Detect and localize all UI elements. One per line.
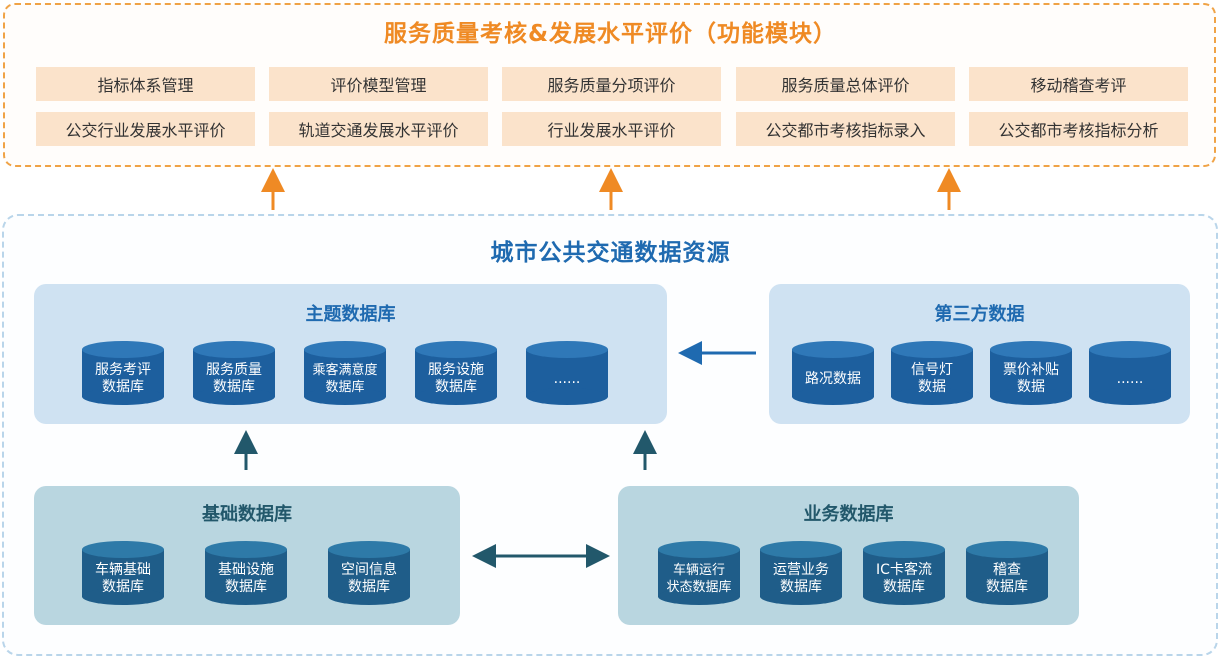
business-database-title: 业务数据库 [803, 504, 894, 525]
db-ic-card-flow[interactable]: IC卡客流 数据库 [863, 541, 945, 605]
data-resource-title: 城市公共交通数据资源 [490, 240, 731, 266]
db-service-facilities[interactable]: 服务设施 数据库 [415, 341, 497, 405]
db-label: 空间信息 数据库 [341, 562, 397, 595]
module-transit-metro-index-entry[interactable]: 公交都市考核指标录入 [736, 112, 955, 146]
db-label: 服务考评 数据库 [95, 362, 151, 395]
function-module-title: 服务质量考核&发展水平评价（功能模块） [383, 21, 838, 47]
db-operation-business[interactable]: 运营业务 数据库 [760, 541, 842, 605]
db-theme-more[interactable]: ...... [526, 341, 608, 405]
db-label: IC卡客流 数据库 [876, 562, 932, 595]
theme-database-title: 主题数据库 [305, 304, 396, 325]
db-spatial-info[interactable]: 空间信息 数据库 [328, 541, 410, 605]
db-traffic-light[interactable]: 信号灯 数据 [891, 341, 973, 405]
db-infrastructure[interactable]: 基础设施 数据库 [205, 541, 287, 605]
db-label: 车辆运行 状态数据库 [666, 563, 732, 595]
db-label: 车辆基础 数据库 [95, 562, 151, 595]
db-fare-subsidy[interactable]: 票价补贴 数据 [990, 341, 1072, 405]
db-label: 稽查 数据库 [986, 562, 1028, 595]
db-label: ...... [553, 370, 581, 387]
db-label: 服务设施 数据库 [428, 362, 484, 395]
db-label: 基础设施 数据库 [218, 562, 274, 595]
module-transit-metro-index-analysis[interactable]: 公交都市考核指标分析 [969, 112, 1188, 146]
db-label: 运营业务 数据库 [773, 562, 829, 595]
db-vehicle-base[interactable]: 车辆基础 数据库 [82, 541, 164, 605]
db-label: 路况数据 [805, 370, 861, 387]
db-label: ...... [1116, 370, 1144, 387]
base-database-title: 基础数据库 [202, 504, 292, 525]
module-index-system[interactable]: 指标体系管理 [36, 67, 255, 101]
module-quality-item-eval[interactable]: 服务质量分项评价 [502, 67, 721, 101]
module-evaluation-model[interactable]: 评价模型管理 [269, 67, 488, 101]
db-inspection[interactable]: 稽查 数据库 [966, 541, 1048, 605]
module-bus-development[interactable]: 公交行业发展水平评价 [36, 112, 255, 146]
module-rail-development[interactable]: 轨道交通发展水平评价 [269, 112, 488, 146]
db-service-evaluation[interactable]: 服务考评 数据库 [82, 341, 164, 405]
db-passenger-satisfaction[interactable]: 乘客满意度 数据库 [304, 341, 386, 405]
db-label: 乘客满意度 数据库 [312, 363, 378, 395]
db-third-more[interactable]: ...... [1089, 341, 1171, 405]
module-industry-development[interactable]: 行业发展水平评价 [502, 112, 721, 146]
db-label: 信号灯 数据 [911, 362, 953, 395]
db-label: 服务质量 数据库 [206, 362, 262, 395]
db-road-condition[interactable]: 路况数据 [792, 341, 874, 405]
module-quality-overall-eval[interactable]: 服务质量总体评价 [736, 67, 955, 101]
db-service-quality[interactable]: 服务质量 数据库 [193, 341, 275, 405]
module-mobile-inspection[interactable]: 移动稽查考评 [969, 67, 1188, 101]
db-vehicle-status[interactable]: 车辆运行 状态数据库 [658, 541, 740, 605]
db-label: 票价补贴 数据 [1003, 362, 1059, 395]
third-party-title: 第三方数据 [934, 304, 1025, 325]
